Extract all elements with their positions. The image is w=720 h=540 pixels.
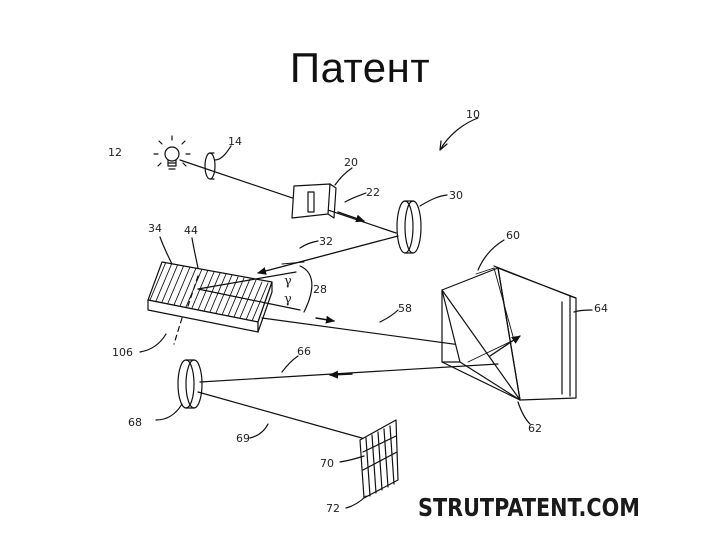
slit-plate (291, 183, 337, 219)
concave-mirror (396, 200, 422, 254)
ref-label-72: 72 (326, 502, 340, 515)
ref-label-28: 28 (313, 283, 327, 296)
angle-symbol-upper: γ (284, 274, 292, 289)
large-lens (177, 359, 203, 409)
lamp-icon (153, 135, 191, 170)
ref-label-12: 12 (108, 146, 122, 159)
ref-label-44: 44 (184, 224, 198, 237)
watermark-logo: STRUTPATENT.COM (418, 493, 640, 522)
ref-label-10: 10 (466, 108, 480, 121)
angle-symbol-lower: γ (284, 292, 292, 307)
diffraction-grating (147, 261, 273, 333)
ref-label-68: 68 (128, 416, 142, 429)
ref-label-60: 60 (506, 229, 520, 242)
ref-label-62: 62 (528, 422, 542, 435)
ref-label-64: 64 (594, 302, 608, 315)
ref-label-14: 14 (228, 135, 242, 148)
prism-assembly (441, 265, 577, 401)
ref-label-58: 58 (398, 302, 412, 315)
ref-label-69: 69 (236, 432, 250, 445)
slide-title: Патент (289, 44, 431, 91)
ref-label-22: 22 (366, 186, 380, 199)
ref-label-34: 34 (148, 222, 162, 235)
ref-label-70: 70 (320, 457, 334, 470)
ref-label-32: 32 (319, 235, 333, 248)
ref-label-106: 106 (112, 346, 133, 359)
ref-label-20: 20 (344, 156, 358, 169)
ref-label-30: 30 (449, 189, 463, 202)
ref-label-66: 66 (297, 345, 311, 358)
detector-array (359, 419, 399, 499)
small-lens (204, 152, 216, 180)
